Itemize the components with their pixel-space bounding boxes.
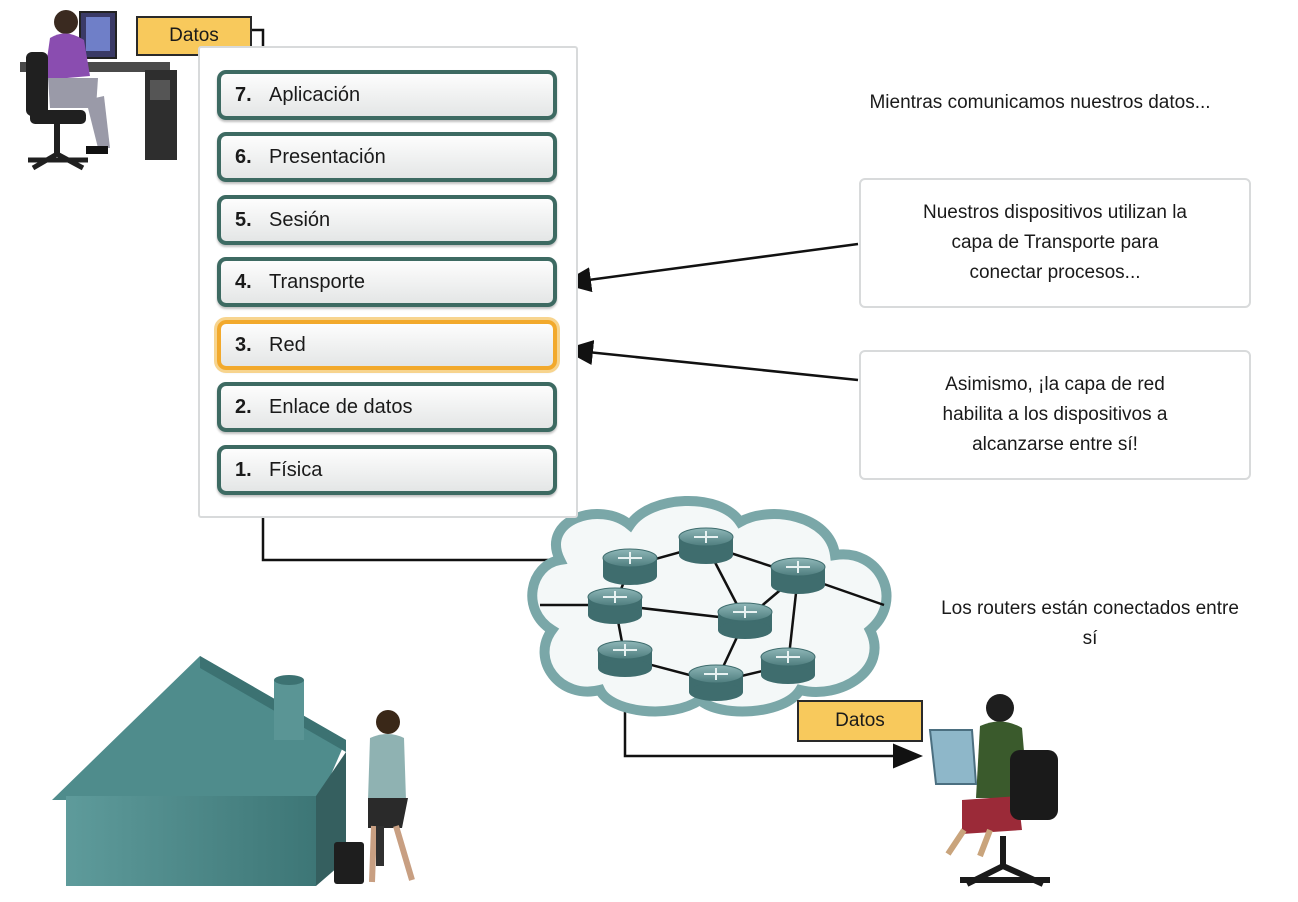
layer-number: 3.: [235, 333, 252, 356]
layer-name: Transporte: [269, 270, 365, 293]
routers: [587, 527, 826, 701]
layer-number: 1.: [235, 458, 252, 481]
house-icon: [52, 656, 346, 886]
layer-number: 5.: [235, 208, 252, 231]
layer-name: Física: [269, 458, 323, 481]
transport-callout: Nuestros dispositivos utilizan la capa d…: [859, 178, 1251, 308]
callout-line: alcanzarse entre sí!: [972, 434, 1138, 455]
router-icon: [760, 647, 816, 684]
osi-layer-aplicacion: 7. Aplicación: [217, 70, 557, 120]
layer-name: Presentación: [269, 145, 386, 168]
woman-on-phone-icon: [334, 710, 415, 884]
osi-layer-fisica: 1. Física: [217, 445, 557, 495]
router-icon: [688, 664, 744, 701]
routers-note-line: Los routers están conectados entre: [941, 598, 1239, 619]
router-icon: [770, 557, 826, 594]
layer-name: Aplicación: [269, 83, 361, 106]
callout-line: Asimismo, ¡la capa de red: [945, 374, 1165, 395]
receiver-person-at-laptop-icon: [928, 694, 1058, 887]
callout-line: conectar procesos...: [969, 262, 1141, 283]
sender-person-at-computer-icon: [20, 10, 177, 171]
osi-layer-sesion: 5. Sesión: [217, 195, 557, 245]
router-icon: [602, 548, 658, 585]
routers-note: Los routers están conectados entre sí: [890, 594, 1290, 654]
data-tag-bottom: Datos: [797, 700, 923, 742]
transport-arrow: [561, 242, 859, 293]
router-icon: [597, 640, 653, 677]
layer-number: 6.: [235, 145, 252, 168]
callout-line: habilita a los dispositivos a: [942, 404, 1168, 425]
network-callout: Asimismo, ¡la capa de red habilita a los…: [859, 350, 1251, 480]
osi-layer-red: 3. Red: [217, 320, 557, 370]
layer-number: 2.: [235, 395, 252, 418]
osi-layer-transporte: 4. Transporte: [217, 257, 557, 307]
layer-number: 7.: [235, 83, 252, 106]
router-icon: [587, 587, 643, 624]
intro-text: Mientras comunicamos nuestros datos...: [869, 92, 1211, 113]
callout-line: Nuestros dispositivos utilizan la: [922, 202, 1187, 223]
callout-line: capa de Transporte para: [951, 232, 1159, 253]
network-arrow: [563, 340, 859, 382]
data-path-line: [252, 28, 923, 769]
routers-note-line: sí: [1082, 628, 1098, 649]
layer-number: 4.: [235, 270, 252, 293]
osi-layer-enlace-de-datos: 2. Enlace de datos: [217, 382, 557, 432]
osi-layer-presentacion: 6. Presentación: [217, 132, 557, 182]
layer-name: Sesión: [269, 208, 331, 231]
layer-name: Enlace de datos: [269, 395, 413, 418]
router-icon: [678, 527, 734, 564]
router-icon: [717, 602, 773, 639]
layer-name: Red: [269, 333, 306, 356]
